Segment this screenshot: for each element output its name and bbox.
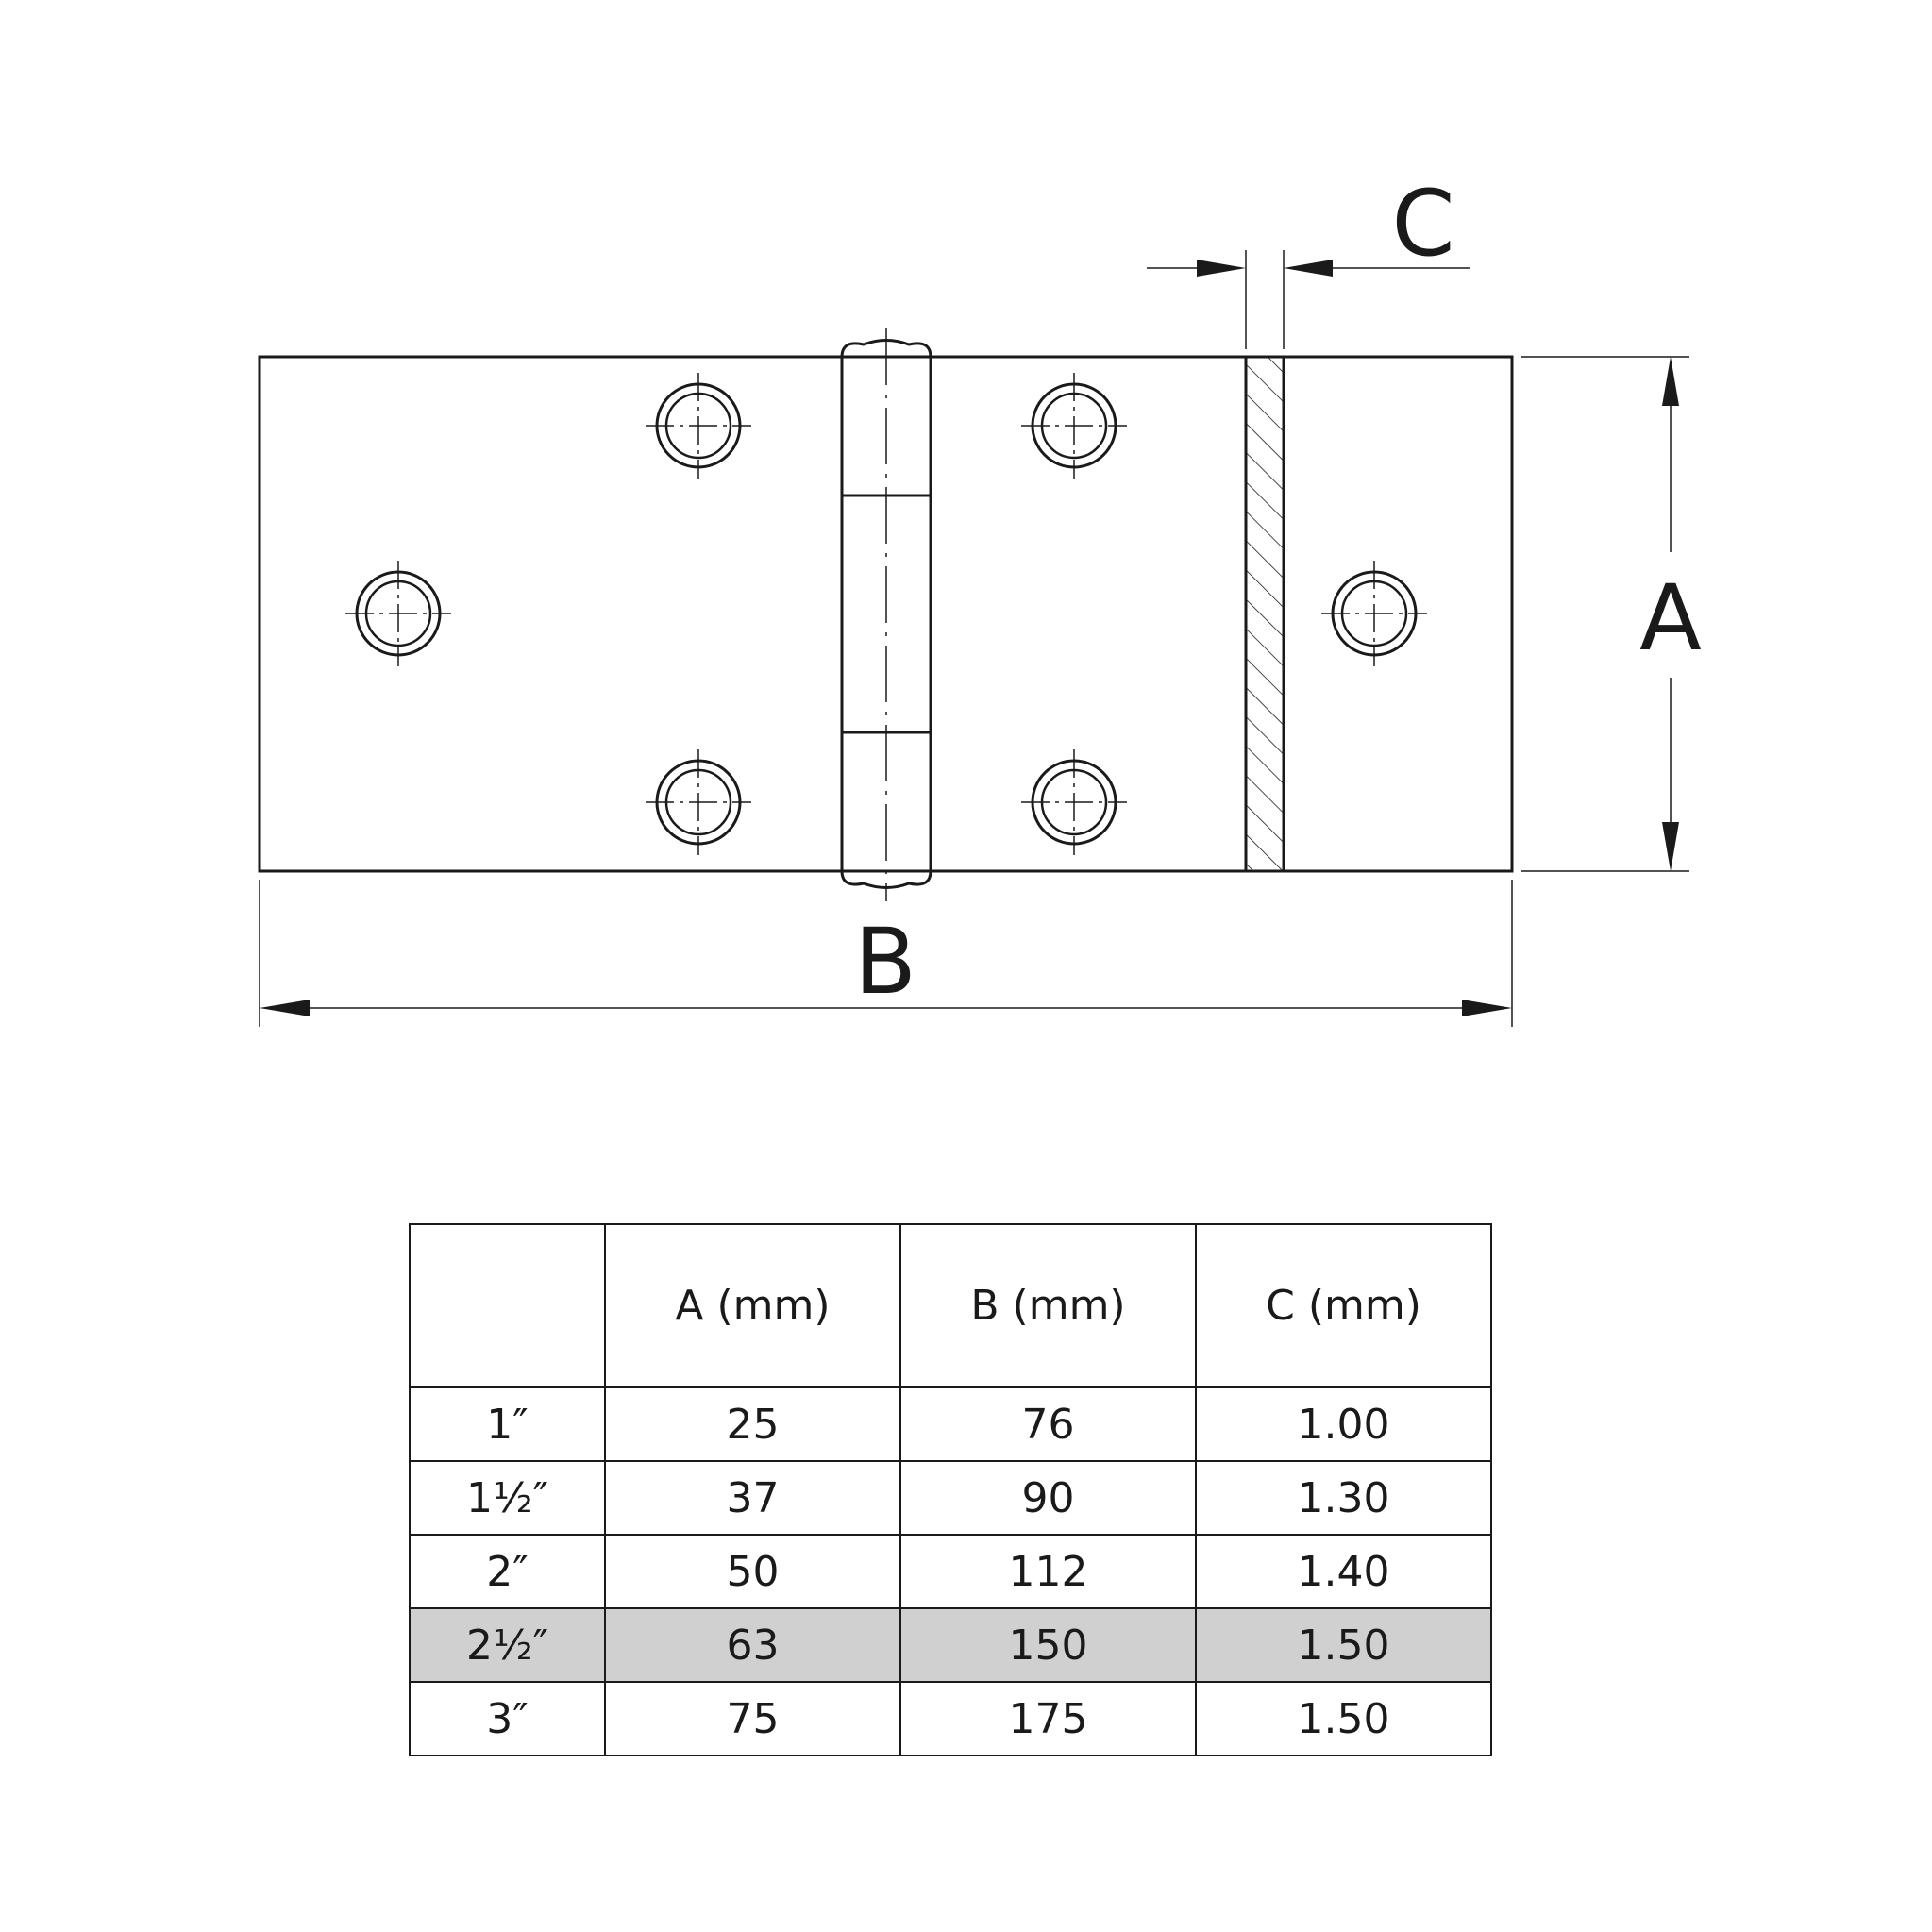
a-cell: 50 — [604, 1534, 901, 1609]
c-cell: 1.50 — [1195, 1681, 1492, 1756]
table-header-row: A (mm) B (mm) C (mm) — [409, 1223, 1492, 1388]
c-cell: 1.30 — [1195, 1460, 1492, 1536]
table-header-cell: B (mm) — [899, 1223, 1197, 1388]
dimension-a — [1521, 356, 1689, 872]
c-cell: 1.00 — [1195, 1386, 1492, 1462]
a-cell: 25 — [604, 1386, 901, 1462]
a-cell: 37 — [604, 1460, 901, 1536]
screw-hole — [1021, 373, 1127, 479]
table-row: 2″ 50 112 1.40 — [409, 1534, 1492, 1609]
dimension-table: A (mm) B (mm) C (mm) 1″ 25 76 1.00 1½″ 3… — [409, 1223, 1492, 1756]
c-cell: 1.40 — [1195, 1534, 1492, 1609]
size-cell: 2″ — [409, 1534, 606, 1609]
b-cell: 175 — [899, 1681, 1197, 1756]
screw-hole — [345, 561, 451, 666]
dimension-b — [259, 880, 1513, 1027]
screw-hole — [1021, 749, 1127, 855]
screw-hole — [646, 373, 751, 479]
screw-hole — [646, 749, 751, 855]
dimension-b-label: B — [854, 909, 916, 1015]
a-cell: 63 — [604, 1607, 901, 1683]
table-header-cell — [409, 1223, 606, 1388]
table-row: 1″ 25 76 1.00 — [409, 1386, 1492, 1462]
size-cell: 3″ — [409, 1681, 606, 1756]
b-cell: 112 — [899, 1534, 1197, 1609]
table-row: 2½″ 63 150 1.50 — [409, 1607, 1492, 1683]
b-cell: 150 — [899, 1607, 1197, 1683]
table-header-cell: C (mm) — [1195, 1223, 1492, 1388]
size-cell: 2½″ — [409, 1607, 606, 1683]
dimension-c-label: C — [1391, 171, 1454, 277]
b-cell: 76 — [899, 1386, 1197, 1462]
size-cell: 1½″ — [409, 1460, 606, 1536]
a-cell: 75 — [604, 1681, 901, 1756]
b-cell: 90 — [899, 1460, 1197, 1536]
c-cell: 1.50 — [1195, 1607, 1492, 1683]
hinge-knuckle — [840, 339, 932, 889]
size-cell: 1″ — [409, 1386, 606, 1462]
table-row: 3″ 75 175 1.50 — [409, 1681, 1492, 1756]
table-header-cell: A (mm) — [604, 1223, 901, 1388]
dimension-a-label: A — [1639, 565, 1702, 671]
dimension-c — [1147, 250, 1470, 349]
hinge-diagram: A B C — [258, 171, 1702, 1027]
table-row: 1½″ 37 90 1.30 — [409, 1460, 1492, 1536]
screw-hole — [1321, 561, 1427, 666]
leaf-section-hatch — [1244, 355, 1285, 873]
